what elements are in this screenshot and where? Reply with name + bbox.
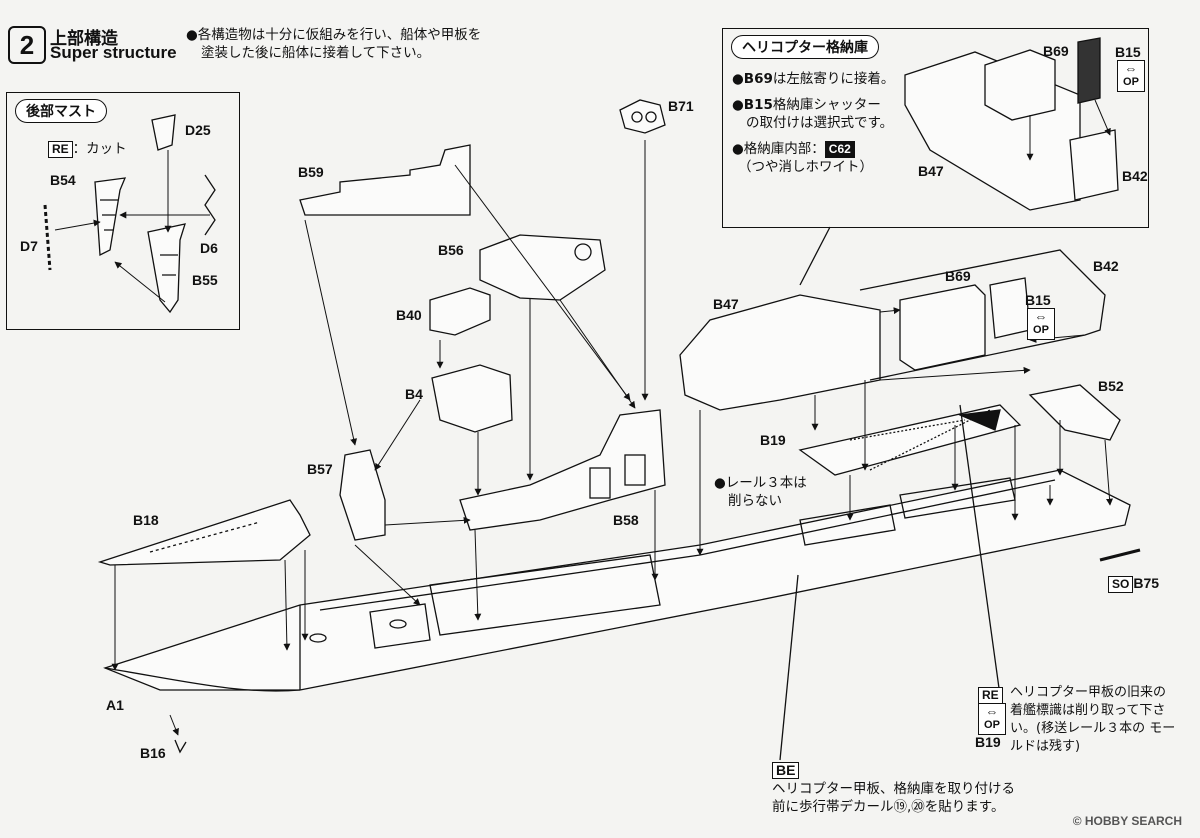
rail-note-line: ●レール３本は [714,475,807,491]
part-b57 [339,449,386,541]
part-b4 [431,364,513,433]
watermark: © HOBBY SEARCH [1072,814,1182,828]
so-tag: SO [1108,576,1134,593]
label-b52: B52 [1098,378,1124,394]
label-d6: D6 [200,240,218,256]
rail-note: ●レール３本は 削らない [714,474,807,510]
be-note: BE [772,760,800,779]
part-b59 [299,144,471,216]
part-b58 [459,409,666,531]
cut-label: ：カット [72,141,127,157]
part-b16 [174,739,187,754]
b19-note-text: ヘリコプター甲板の旧来の 着艦標識は削り取って下さ い。(移送レール３本の モー… [1010,685,1176,754]
b19-note-tags: RE [978,684,1003,704]
part-b69-main [899,284,986,371]
bow-deck-b18 [97,499,311,566]
part-b56 [479,234,606,301]
hangar-b69 [984,49,1056,121]
label-b40: B40 [396,307,422,323]
step-note: ●各構造物は十分に仮組みを行い、船体や甲板を 塗装した後に船体に接着して下さい。 [186,26,481,62]
label-b69: B69 [945,268,971,284]
label-b15: B15 [1025,292,1051,308]
step-note-line: 塗装した後に船体に接着して下さい。 [201,45,431,61]
mast-b54 [94,177,127,257]
label-b57: B57 [307,461,333,477]
part-b47 [679,294,881,411]
option-icon: ⇔ [1124,61,1138,76]
step-number: 2 [8,26,46,64]
hangar-op-badge: ⇔OP [1117,60,1145,92]
rail-note-line: 削らない [728,493,782,509]
hangar-label-b15: B15 [1115,44,1141,60]
re-tag: RE [48,141,73,158]
mast-b55 [147,223,186,314]
label-b71: B71 [668,98,694,114]
mast-d6 [204,174,216,236]
label-d7: D7 [20,238,38,254]
part-b40 [429,287,491,336]
label-b4: B4 [405,386,423,402]
step-title-en: Super structure [50,43,177,62]
part-b75 [1099,548,1141,562]
label-b59: B59 [298,164,324,180]
be-note-text: ヘリコプター甲板、格納庫を取り付ける 前に歩行帯デカール⑲,⑳を貼ります。 [772,781,1015,815]
label-b54: B54 [50,172,76,188]
color-code-c62: C62 [824,141,855,158]
label-b47: B47 [713,296,739,312]
hangar-box: ヘリコプター格納庫 [722,28,1149,228]
part-b15-main [989,277,1031,339]
hangar-label-b47: B47 [918,163,944,179]
b19-re-tag: RE [978,687,1003,704]
mast-d7 [43,204,52,271]
step-title-jp: 上部構造 [50,29,118,49]
hangar-notes: ●B69は左舷寄りに接着。 ●B15格納庫シャッター の取付けは選択式です。 ●… [732,70,907,176]
b19-note-part: B19 [975,734,1001,750]
hangar-label-b69: B69 [1043,43,1069,59]
rear-mast-box: 後部マスト [6,92,240,330]
hangar-note-3: ●格納庫内部：C62 [732,140,907,158]
b19-op-badge: ⇔OP [978,703,1006,735]
hangar-note-1: ●B69は左舷寄りに接着。 [732,71,895,87]
ship-hull [103,469,1131,691]
hangar-b42 [1069,129,1119,201]
label-b19: B19 [760,432,786,448]
hangar-note-2: ●B15格納庫シャッター [732,97,881,113]
label-d25: D25 [185,122,211,138]
hangar-note-4: （つや消しホワイト） [738,159,873,175]
label-b56: B56 [438,242,464,258]
label-b55: B55 [192,272,218,288]
part-b52 [1028,384,1121,441]
hangar-label-b42: B42 [1122,168,1148,184]
be-tag: BE [772,762,800,779]
mast-d25 [151,114,176,151]
option-icon: ⇔ [1034,309,1048,324]
option-icon: ⇔ [985,704,999,719]
part-b42-main [859,249,1106,381]
label-b18: B18 [133,512,159,528]
step-note-line: ●各構造物は十分に仮組みを行い、船体や甲板を [186,27,482,43]
label-b42: B42 [1093,258,1119,274]
label-a1: A1 [106,697,124,713]
main-op-badge: ⇔OP [1027,308,1055,340]
hangar-title: ヘリコプター格納庫 [731,35,879,59]
label-b16: B16 [140,745,166,761]
label-b58: B58 [613,512,639,528]
rear-mast-title: 後部マスト [15,99,107,123]
part-b19 [798,404,1022,476]
rear-mast-cut-note: RE：カット [48,140,127,158]
hangar-b15-shutter [1077,37,1101,104]
hangar-note-2b: の取付けは選択式です。 [746,115,894,131]
